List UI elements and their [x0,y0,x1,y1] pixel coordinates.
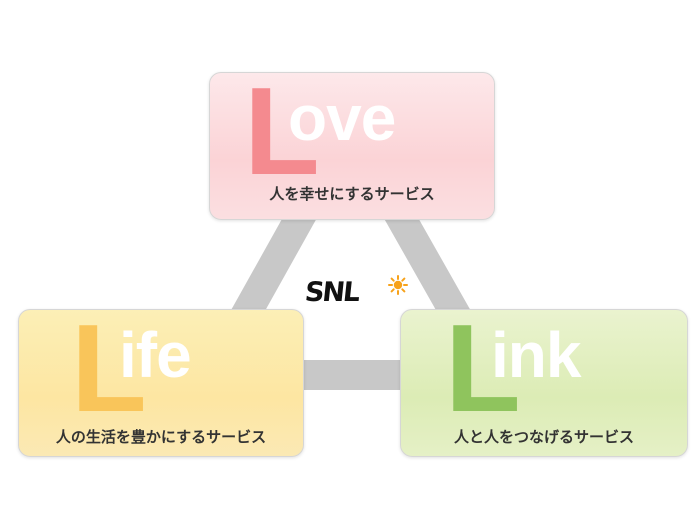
link-caption: 人と人をつなげるサービス [453,428,634,446]
life-caption: 人の生活を豊かにするサービス [55,428,267,446]
link-card: L ink 人と人をつなげるサービス [400,309,688,457]
life-initial-letter: L [71,309,147,438]
life-card: L ife 人の生活を豊かにするサービス [18,309,304,457]
sun-icon [388,275,408,295]
life-word-rest: ife [119,319,192,391]
love-caption: 人を幸せにするサービス [269,185,435,203]
link-word-rest: ink [491,319,581,391]
logo-text: SNL [303,277,360,308]
snl-logo: SNL [303,271,409,315]
love-card: L ove 人を幸せにするサービス [209,72,495,220]
love-initial-letter: L [244,72,320,201]
love-word-rest: ove [288,82,396,154]
link-initial-letter: L [445,309,521,438]
